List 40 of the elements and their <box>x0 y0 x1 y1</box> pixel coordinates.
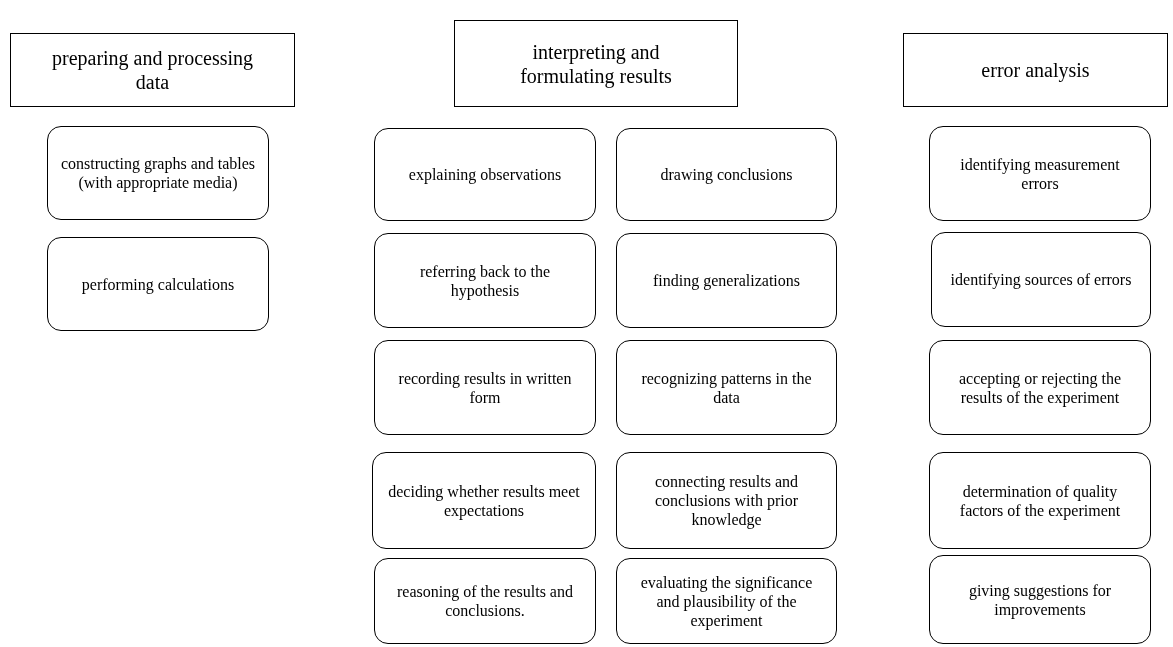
activity-box <box>616 452 837 549</box>
node-label: evaluating the significance and plausibility of the experiment <box>639 572 814 630</box>
node-label: performing calculations <box>81 274 235 294</box>
activity-box <box>616 233 837 328</box>
node-label: recording results in written form <box>397 368 573 407</box>
activity-box <box>616 340 837 435</box>
node-label: interpreting and formulating results <box>519 39 673 88</box>
activity-box <box>374 558 596 644</box>
activity-box <box>931 232 1151 327</box>
node-label: identifying measurement errors <box>959 154 1121 193</box>
node-label: finding generalizations <box>652 271 801 290</box>
activity-box <box>616 558 837 644</box>
activity-box <box>929 340 1151 435</box>
node-label: reasoning of the results and conclusions. <box>396 582 574 620</box>
activity-box <box>616 128 837 221</box>
activity-box <box>374 233 596 328</box>
node-label: accepting or rejecting the results of the experiment <box>957 368 1123 407</box>
node-label: referring back to the hypothesis <box>418 261 552 300</box>
activity-box <box>47 126 269 220</box>
activity-box <box>374 340 596 435</box>
node-label: constructing graphs and tables (with appropriate media) <box>60 154 256 192</box>
node-label: preparing and processing data <box>50 46 254 94</box>
node-label: deciding whether results meet expectations <box>387 481 581 520</box>
activity-box <box>929 452 1151 549</box>
category-header-box <box>454 20 738 107</box>
node-label: connecting results and conclusions with prior knowledge <box>653 472 800 529</box>
node-label: recognizing patterns in the data <box>640 368 813 407</box>
node-label: error analysis <box>981 58 1090 82</box>
node-label: determination of quality factors of the experiment <box>958 481 1122 520</box>
node-label: explaining observations <box>408 165 562 184</box>
activity-box <box>374 128 596 221</box>
node-label: identifying sources of errors <box>950 270 1132 289</box>
activity-box <box>929 555 1151 644</box>
activity-box <box>47 237 269 331</box>
category-header-box <box>903 33 1168 107</box>
category-header-box <box>10 33 295 107</box>
activity-box <box>929 126 1151 221</box>
activity-box <box>372 452 596 549</box>
node-label: drawing conclusions <box>660 165 793 184</box>
node-label: giving suggestions for improvements <box>967 580 1113 619</box>
